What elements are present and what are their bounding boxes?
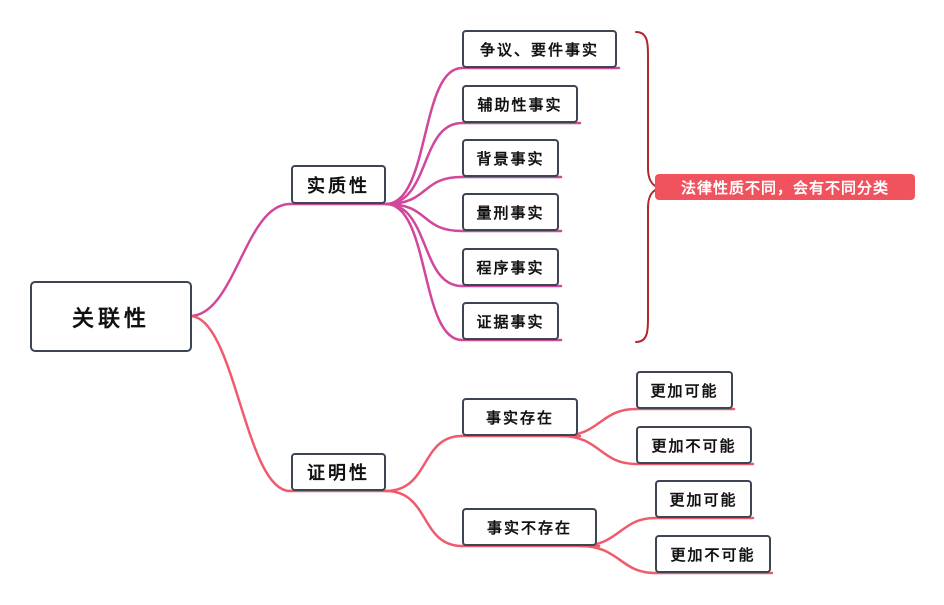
probative-child-node[interactable]: 事实不存在 bbox=[462, 508, 597, 546]
outcome-node[interactable]: 更加不可能 bbox=[655, 535, 771, 573]
substantive-child-label: 争议、要件事实 bbox=[479, 40, 599, 59]
connector-substantive-child-5 bbox=[384, 202, 464, 288]
connector-substantive-child-1 bbox=[384, 66, 464, 206]
branch-substantive-label: 实质性 bbox=[307, 175, 370, 197]
connector-root-substantive bbox=[188, 202, 292, 318]
outcome-label: 更加不可能 bbox=[651, 436, 737, 455]
substantive-child-node[interactable]: 争议、要件事实 bbox=[462, 30, 617, 68]
root-node[interactable]: 关联性 bbox=[30, 281, 192, 352]
branch-substantive-node[interactable]: 实质性 bbox=[291, 165, 386, 204]
substantive-child-node[interactable]: 程序事实 bbox=[462, 248, 559, 286]
connector-substantive-child-6 bbox=[384, 202, 464, 342]
connector-not-exists-child-2 bbox=[578, 544, 657, 575]
root-label: 关联性 bbox=[71, 305, 150, 332]
outcome-label: 更加可能 bbox=[650, 381, 719, 400]
branch-probative-label: 证明性 bbox=[307, 463, 370, 484]
outcome-node[interactable]: 更加可能 bbox=[636, 371, 733, 409]
connector-substantive-child-3 bbox=[384, 175, 464, 206]
branch-probative-node[interactable]: 证明性 bbox=[291, 453, 386, 491]
substantive-child-node[interactable]: 量刑事实 bbox=[462, 193, 559, 231]
probative-child-label: 事实存在 bbox=[485, 408, 554, 427]
connector-substantive-child-4 bbox=[384, 202, 464, 233]
connector-probative-child-1 bbox=[384, 434, 464, 493]
connector-root-probative bbox=[188, 314, 292, 493]
substantive-child-label: 量刑事实 bbox=[476, 203, 545, 222]
probative-child-node[interactable]: 事实存在 bbox=[462, 398, 578, 436]
substantive-child-label: 证据事实 bbox=[476, 312, 545, 331]
outcome-node[interactable]: 更加可能 bbox=[655, 480, 752, 518]
probative-child-label: 事实不存在 bbox=[486, 518, 572, 537]
outcome-label: 更加可能 bbox=[669, 490, 738, 509]
connector-probative-child-2 bbox=[384, 489, 464, 548]
outcome-label: 更加不可能 bbox=[670, 545, 756, 564]
outcome-node[interactable]: 更加不可能 bbox=[636, 426, 752, 464]
substantive-child-node[interactable]: 背景事实 bbox=[462, 139, 559, 177]
connector-exists-child-2 bbox=[559, 434, 638, 466]
connector-substantive-child-2 bbox=[384, 121, 464, 206]
summary-tag-label: 法律性质不同，会有不同分类 bbox=[680, 178, 889, 197]
substantive-child-node[interactable]: 辅助性事实 bbox=[462, 85, 578, 123]
summary-tag[interactable]: 法律性质不同，会有不同分类 bbox=[655, 174, 915, 200]
substantive-child-label: 程序事实 bbox=[476, 258, 545, 277]
substantive-child-label: 辅助性事实 bbox=[477, 95, 563, 114]
substantive-child-label: 背景事实 bbox=[476, 149, 545, 168]
substantive-child-node[interactable]: 证据事实 bbox=[462, 302, 559, 340]
